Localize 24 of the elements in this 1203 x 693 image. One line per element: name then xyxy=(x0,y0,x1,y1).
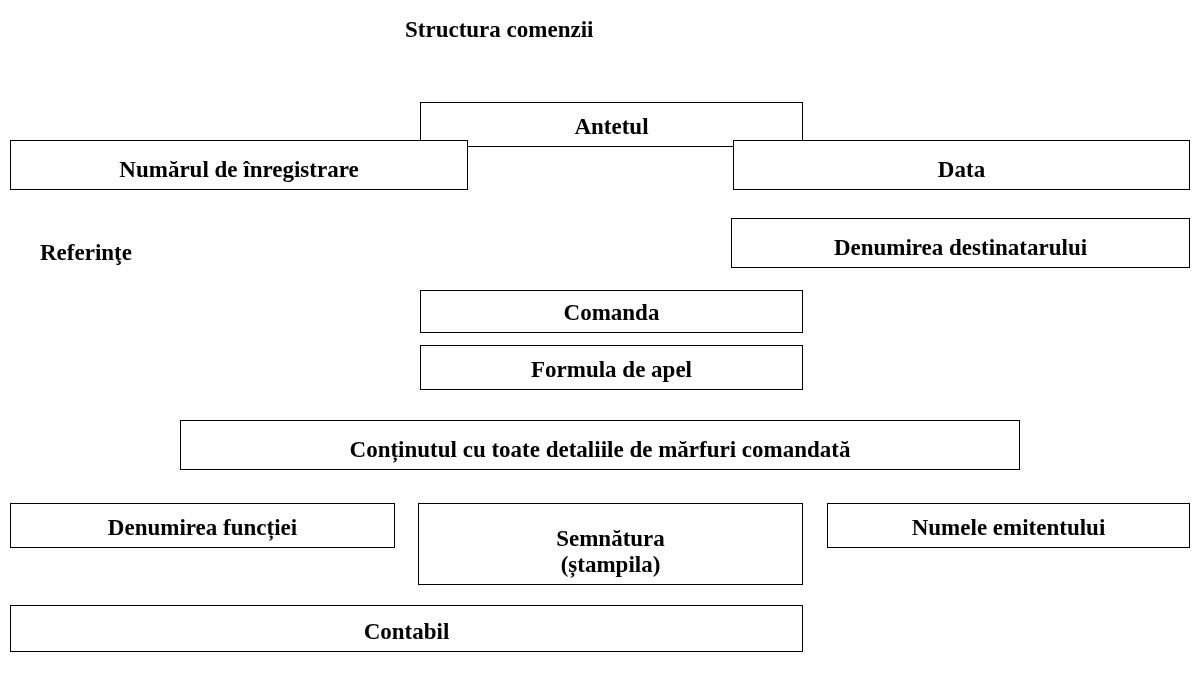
text-box xyxy=(10,140,468,190)
box-text: Semnătura (ștampila) xyxy=(555,526,666,578)
box-text: Conținutul cu toate detaliile de mărfuri comandată xyxy=(349,437,851,463)
text-box xyxy=(10,503,395,548)
text-box xyxy=(420,290,803,333)
text-box xyxy=(733,140,1190,190)
text-box xyxy=(731,218,1190,268)
box-text: Data xyxy=(937,157,986,183)
box-text: Numele emitentului xyxy=(911,515,1106,541)
text-box xyxy=(420,345,803,390)
text-box xyxy=(180,420,1020,470)
box-text: Contabil xyxy=(363,619,450,645)
box-text: Numărul de înregistrare xyxy=(119,157,359,183)
box-text: Formula de apel xyxy=(531,357,692,383)
text-box xyxy=(10,605,803,652)
text-box xyxy=(420,102,803,147)
box-text: Denumirea funcției xyxy=(107,515,298,541)
text-box xyxy=(418,503,803,585)
box-text: Denumirea destinatarului xyxy=(833,235,1088,261)
label-text: Referinţe xyxy=(40,240,132,266)
box-text: Antetul xyxy=(574,114,649,140)
box-text: Comanda xyxy=(563,300,660,326)
text-box xyxy=(827,503,1190,548)
diagram-title: Structura comenzii xyxy=(405,17,594,43)
